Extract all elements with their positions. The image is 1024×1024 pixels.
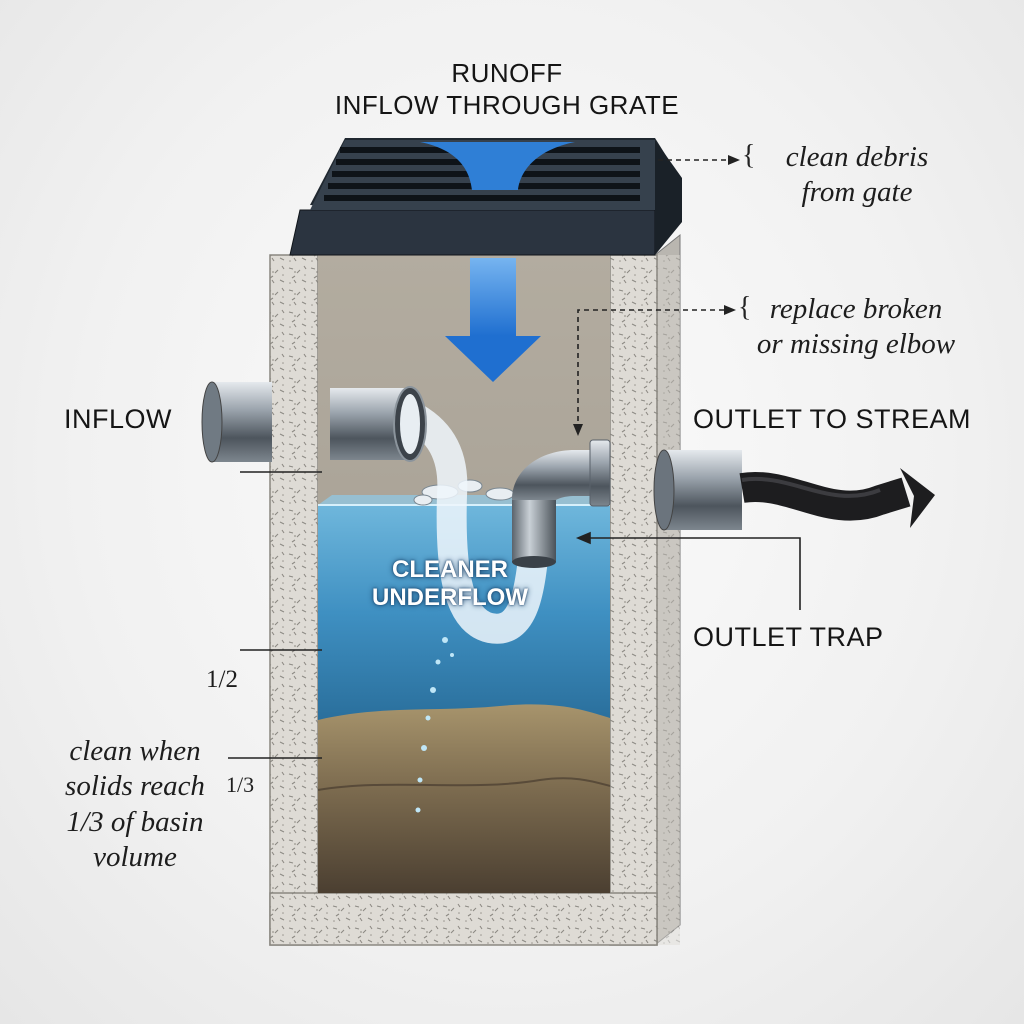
outlet-to-stream-label: OUTLET TO STREAM <box>693 404 972 434</box>
grate-note-line1: clean debris <box>785 141 929 173</box>
outlet-elbow <box>512 439 611 568</box>
elbow-maintenance-note: replace broken or missing elbow <box>736 292 976 363</box>
diagram-title-line1: RUNOFF <box>451 58 563 88</box>
dashed-leaders <box>577 159 735 430</box>
diagram-title-line2: INFLOW THROUGH GRATE <box>334 90 680 120</box>
cleaner-underflow-label: CLEANER UNDERFLOW <box>360 556 540 613</box>
cleaner-underflow-line2: UNDERFLOW <box>372 584 528 612</box>
sediment-layer <box>318 704 610 893</box>
half-level-mark: 1/2 <box>206 666 238 693</box>
outlet-trap-label: OUTLET TRAP <box>693 622 884 652</box>
cleaner-underflow-line1: CLEANER <box>391 556 508 583</box>
elbow-note-brace: { <box>738 292 752 323</box>
basin-floor <box>269 892 658 946</box>
grate <box>289 138 682 256</box>
interior-inflow-pipe <box>330 386 427 462</box>
basin-left-wall <box>269 254 319 946</box>
solids-note-line2: solids reach <box>65 770 205 803</box>
elbow-note-line1: replace broken <box>769 293 943 325</box>
grate-note-brace: { <box>742 140 756 171</box>
grate-note-line2: from gate <box>801 176 913 209</box>
leader-lines <box>228 471 801 759</box>
solids-note-line3: 1/3 of basin <box>66 805 204 838</box>
third-level-mark: 1/3 <box>226 772 255 797</box>
grate-maintenance-note: clean debris from gate <box>762 140 952 211</box>
basin-right-wall <box>609 254 658 946</box>
solids-note-line1: clean when <box>69 735 201 767</box>
elbow-note-line2: or missing elbow <box>756 328 956 361</box>
solids-note-line4: volume <box>93 841 177 874</box>
exterior-outlet-pipe <box>653 449 935 531</box>
rising-bubbles <box>415 637 454 813</box>
underflow-stream <box>395 400 550 644</box>
flow-down-arrow <box>445 258 541 382</box>
solids-maintenance-note: clean when solids reach 1/3 of basin vol… <box>40 734 230 876</box>
exterior-inflow-pipe <box>201 381 272 463</box>
inflow-label: INFLOW <box>64 404 172 434</box>
